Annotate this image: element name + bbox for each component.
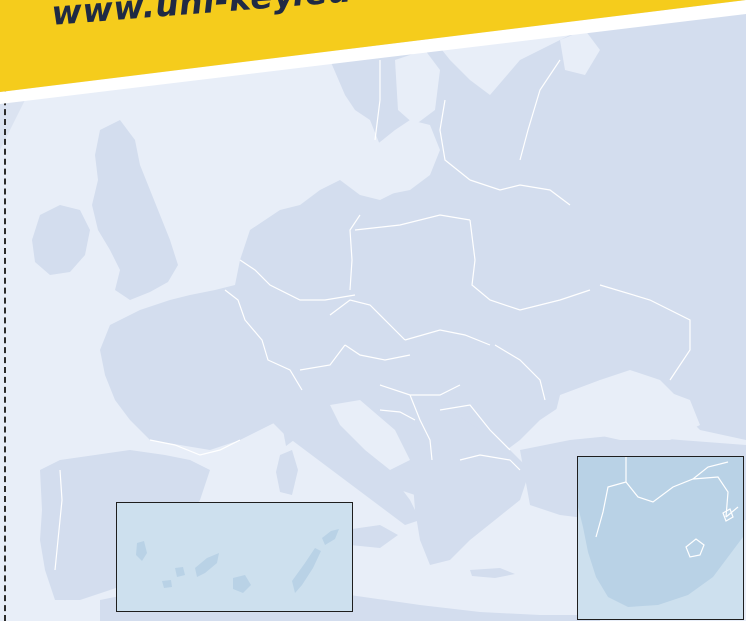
adriatic-sea (330, 400, 410, 470)
black-sea (555, 380, 700, 440)
balkans-land (410, 410, 530, 565)
gulf-of-bothnia (395, 50, 440, 125)
island-tenerife (195, 553, 219, 577)
corsica-land (282, 422, 294, 446)
scandinavia-land (100, 0, 746, 500)
southern-africa-borders (595, 457, 739, 538)
sicily-land (345, 525, 398, 548)
white-sea (560, 30, 600, 75)
island-la-gomera (175, 567, 185, 577)
eswatini-border (722, 508, 734, 522)
great-britain-land (92, 120, 178, 300)
sardinia-land (276, 450, 298, 495)
italy-land (260, 395, 420, 525)
baltic-sea (370, 120, 440, 195)
banner-background (0, 0, 746, 92)
island-la-palma (136, 541, 147, 561)
inset-canary-islands (116, 502, 353, 612)
island-fuerteventura (292, 548, 321, 593)
south-africa-land (578, 457, 743, 607)
crete-land (470, 568, 515, 578)
lesotho-border (685, 538, 705, 558)
southern-africa-map (578, 457, 743, 619)
country-borders (54, 59, 691, 571)
dashed-cut-line (4, 0, 6, 621)
island-lanzarote (322, 529, 339, 545)
island-el-hierro (162, 580, 172, 588)
banner: www.uni-key.eu (0, 0, 746, 110)
island-gran-canaria (233, 575, 251, 593)
inset-southern-africa (577, 456, 744, 620)
canary-islands-map (117, 503, 352, 611)
ireland-land (32, 205, 90, 275)
banner-shadow (0, 0, 746, 104)
